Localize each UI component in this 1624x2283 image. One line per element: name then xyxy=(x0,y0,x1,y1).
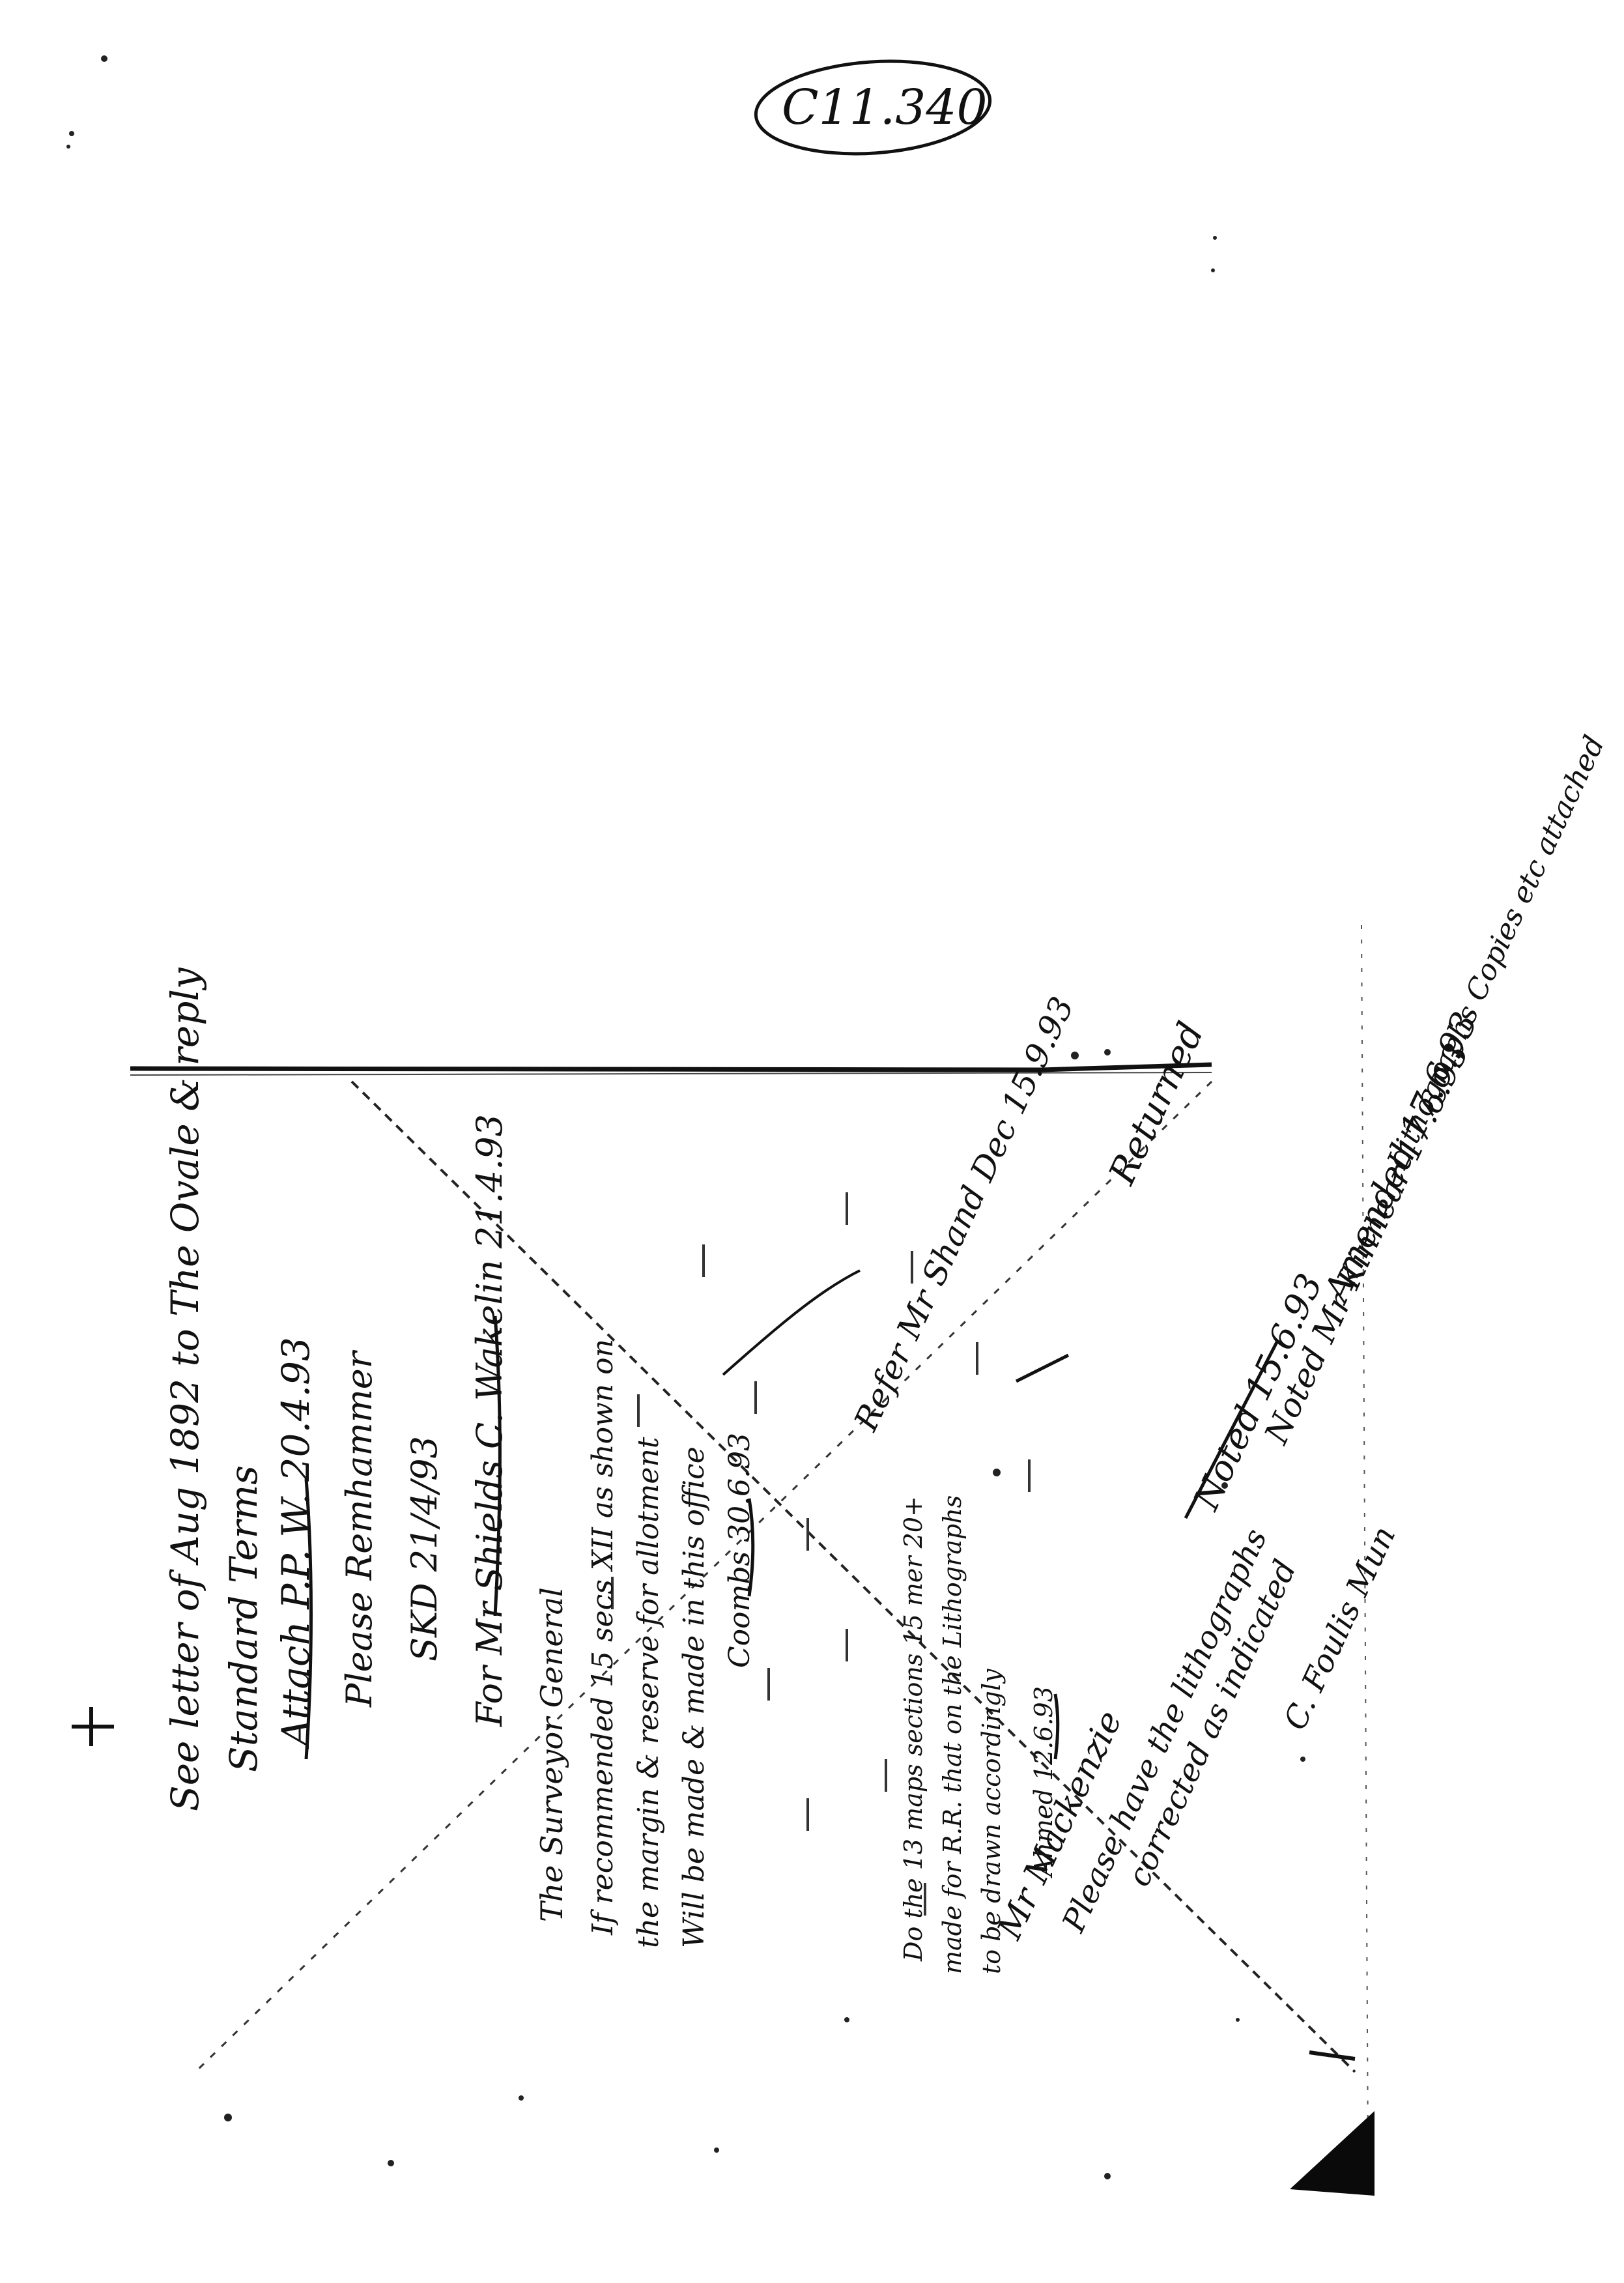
fold-line-diagonal-2 xyxy=(194,1080,1213,2073)
corner-shadow xyxy=(1290,2111,1375,2196)
minute-line-left-11: Coombs 30.6.93 xyxy=(723,1432,756,1668)
minute-line-left-2: Standard Terms xyxy=(221,1465,266,1772)
sheet-top-edge xyxy=(130,1062,1212,1072)
fold-line-diagonal xyxy=(350,1080,1356,2073)
reference-number: C11.340 xyxy=(782,79,988,136)
minute-line-left-5: SKD 21/4/93 xyxy=(404,1436,445,1661)
minute-line-left-3: Attach P.P. W. 20.4.93 xyxy=(274,1337,318,1746)
minute-line-left-6: For Mr Shields C. Wakelin 21.4.93 xyxy=(469,1114,510,1727)
minute-line-left-13: made for R.R. that on the Lithographs xyxy=(938,1495,967,1974)
scan-speckle xyxy=(66,55,1305,2179)
bleed-through-marks xyxy=(611,1192,1031,1916)
minute-line-left-9: the margin & reserve for allotment xyxy=(632,1437,665,1948)
pen-strokes xyxy=(72,1269,1356,2061)
minute-line-left-1: See letter of Aug 1892 to The Ovale & re… xyxy=(163,968,207,1811)
minute-line-left-7: The Surveyor General xyxy=(534,1587,569,1922)
minute-line-left-4: Please Remhammer xyxy=(339,1351,380,1707)
minute-line-left-10: Will be made & made in this office xyxy=(677,1446,711,1948)
minute-line-left-8: If recommended 15 secs XII as shown on xyxy=(586,1339,620,1935)
minute-line-left-12: Do the 13 maps sections 15 mer 20+ xyxy=(899,1496,928,1961)
